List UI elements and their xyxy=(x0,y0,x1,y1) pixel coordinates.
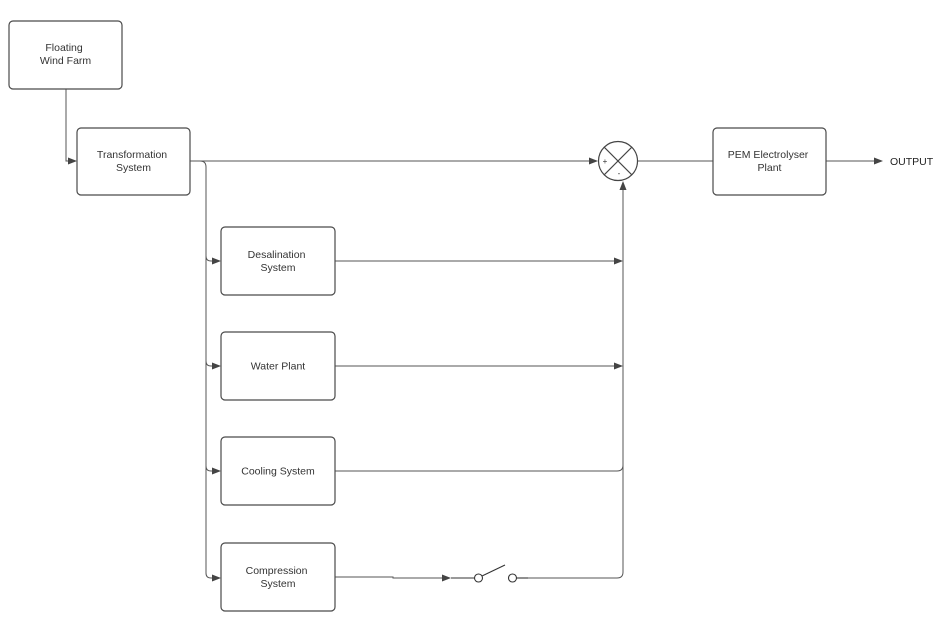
desalination-label-line2: System xyxy=(260,262,295,274)
arrowhead-sum-plus-input xyxy=(589,157,598,165)
connector-bus-to-water-plant xyxy=(205,360,215,367)
block-pem-electrolyser-plant: PEM Electrolyser Plant xyxy=(712,127,827,196)
connector-switch-out xyxy=(528,571,624,579)
pem-label-line2: Plant xyxy=(758,162,782,174)
arrowhead-sum-minus-input xyxy=(619,181,627,190)
block-floating-wind-farm: Floating Wind Farm xyxy=(8,20,123,90)
pem-label-line1: PEM Electrolyser xyxy=(728,149,809,161)
compression-label-line2: System xyxy=(260,578,295,590)
block-label: PEM Electrolyser Plant xyxy=(728,149,811,174)
arrowhead-water-plant-input xyxy=(212,362,221,370)
connector-cooling-out xyxy=(335,464,624,472)
connector-compression-out xyxy=(335,576,443,579)
wind-farm-label-line1: Floating xyxy=(45,42,83,54)
summing-junction: + - xyxy=(597,140,639,182)
arrowhead-transformation-input xyxy=(68,157,77,165)
output-label: OUTPUT xyxy=(890,156,934,168)
block-label: Transformation System xyxy=(97,149,170,174)
plus-sign: + xyxy=(603,157,608,166)
connectors xyxy=(65,89,883,582)
block-label: Desalination System xyxy=(248,249,309,274)
desalination-label-line1: Desalination xyxy=(248,249,306,261)
cooling-label: Cooling System xyxy=(241,466,315,478)
arrowhead-cooling-input xyxy=(212,467,221,475)
connector-distribution-bus xyxy=(190,160,215,579)
block-water-plant: Water Plant xyxy=(220,331,336,401)
compression-label-line1: Compression xyxy=(246,565,308,577)
block-label: Compression System xyxy=(246,565,311,590)
arrowhead-switch-input xyxy=(442,574,451,582)
block-cooling-system: Cooling System xyxy=(220,436,336,506)
block-compression-system: Compression System xyxy=(220,542,336,612)
connector-wind-to-transformation xyxy=(65,89,72,162)
transformation-label-line1: Transformation xyxy=(97,149,167,161)
block-desalination-system: Desalination System xyxy=(220,226,336,296)
water-plant-label: Water Plant xyxy=(251,361,306,373)
block-transformation-system: Transformation System xyxy=(76,127,191,196)
block-label: Floating Wind Farm xyxy=(40,42,92,67)
arrowhead-output xyxy=(874,157,883,165)
open-switch xyxy=(451,564,528,583)
transformation-label-line2: System xyxy=(116,162,151,174)
minus-sign: - xyxy=(618,169,621,178)
arrowhead-desalination-input xyxy=(212,257,221,265)
wind-farm-label-line2: Wind Farm xyxy=(40,55,92,67)
arrowhead-water-plant-feedback-visible xyxy=(614,362,623,370)
connector-bus-to-desalination xyxy=(205,255,215,262)
connector-bus-to-cooling xyxy=(205,465,215,472)
arrowhead-desalination-feedback xyxy=(614,257,623,265)
arrowhead-compression-input xyxy=(212,574,221,582)
